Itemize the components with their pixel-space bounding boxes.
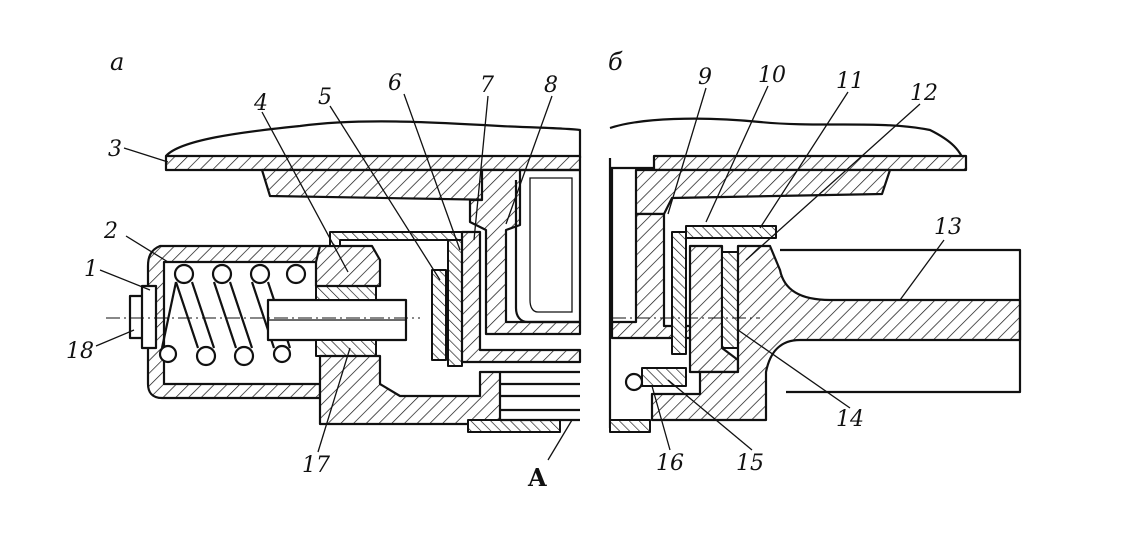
callout-18: 18 [66, 339, 94, 364]
callout-7: 7 [480, 73, 494, 98]
leader-10 [705, 85, 769, 223]
valve-body [314, 244, 382, 288]
callout-12: 12 [910, 81, 938, 106]
callout-2: 2 [103, 219, 118, 244]
leader-9 [667, 87, 707, 215]
callout-15: 15 [736, 451, 764, 476]
bottom-flange-b [609, 419, 651, 433]
view-label-b: б [608, 48, 623, 76]
callout-6: 6 [388, 71, 402, 96]
leader-8 [505, 95, 553, 225]
callout-17: 17 [302, 453, 330, 478]
leader-14 [737, 329, 851, 409]
leader-lines [95, 85, 945, 461]
leader-2 [125, 235, 169, 263]
callout-14: 14 [836, 407, 864, 432]
leader-4 [261, 111, 349, 273]
view-b [608, 117, 1022, 433]
leader-16 [651, 385, 671, 451]
labels: а б A 1 2 3 4 5 6 7 8 9 10 11 12 13 14 1… [66, 48, 962, 492]
bottom-flange [467, 419, 561, 433]
spring-cup [146, 244, 322, 400]
leader-5 [329, 105, 441, 281]
retainer [641, 367, 687, 387]
seal-ring [685, 225, 777, 239]
leader-1 [99, 269, 151, 291]
section-marker-label: A [527, 463, 547, 492]
view-label-a: а [110, 48, 124, 76]
cover-plate-outline-b [609, 117, 968, 170]
callout-16: 16 [656, 451, 684, 476]
ball [624, 372, 644, 392]
housing-body [468, 168, 582, 336]
diaphragm-plate [447, 239, 463, 367]
cover-plate [164, 154, 582, 172]
frame-inner [529, 177, 573, 313]
leader-15 [667, 379, 753, 451]
cover-plate-outline [165, 120, 582, 158]
callout-8: 8 [544, 73, 558, 98]
callout-5: 5 [318, 85, 332, 110]
leader-7 [473, 95, 489, 241]
leader-17 [317, 347, 351, 453]
valve-body-lower [318, 354, 502, 426]
leader-A [547, 419, 573, 461]
diaphragm-stack [431, 269, 447, 361]
cover-plate-b [652, 154, 968, 172]
callout-9: 9 [698, 65, 712, 90]
callout-3: 3 [108, 137, 122, 162]
end-screw-head [140, 284, 158, 350]
callout-13: 13 [934, 215, 962, 240]
callout-10: 10 [758, 63, 786, 88]
leader-12 [745, 103, 921, 261]
diaphragm-stack-b [671, 231, 687, 355]
base-lines [500, 370, 580, 422]
lever-body [650, 244, 1022, 422]
leader-11 [759, 91, 849, 229]
housing-flange [260, 168, 502, 202]
view-a [106, 120, 582, 433]
leader-6 [403, 93, 461, 251]
leader-3 [123, 147, 169, 163]
callout-4: 4 [253, 91, 268, 116]
leader-13 [899, 239, 945, 301]
leader-18 [95, 329, 135, 347]
spring-coils [158, 263, 307, 367]
callout-1: 1 [84, 257, 98, 282]
housing-wall [460, 230, 582, 364]
callout-11: 11 [836, 69, 864, 94]
lever-outline [780, 248, 1022, 394]
frame-outline [514, 168, 582, 324]
